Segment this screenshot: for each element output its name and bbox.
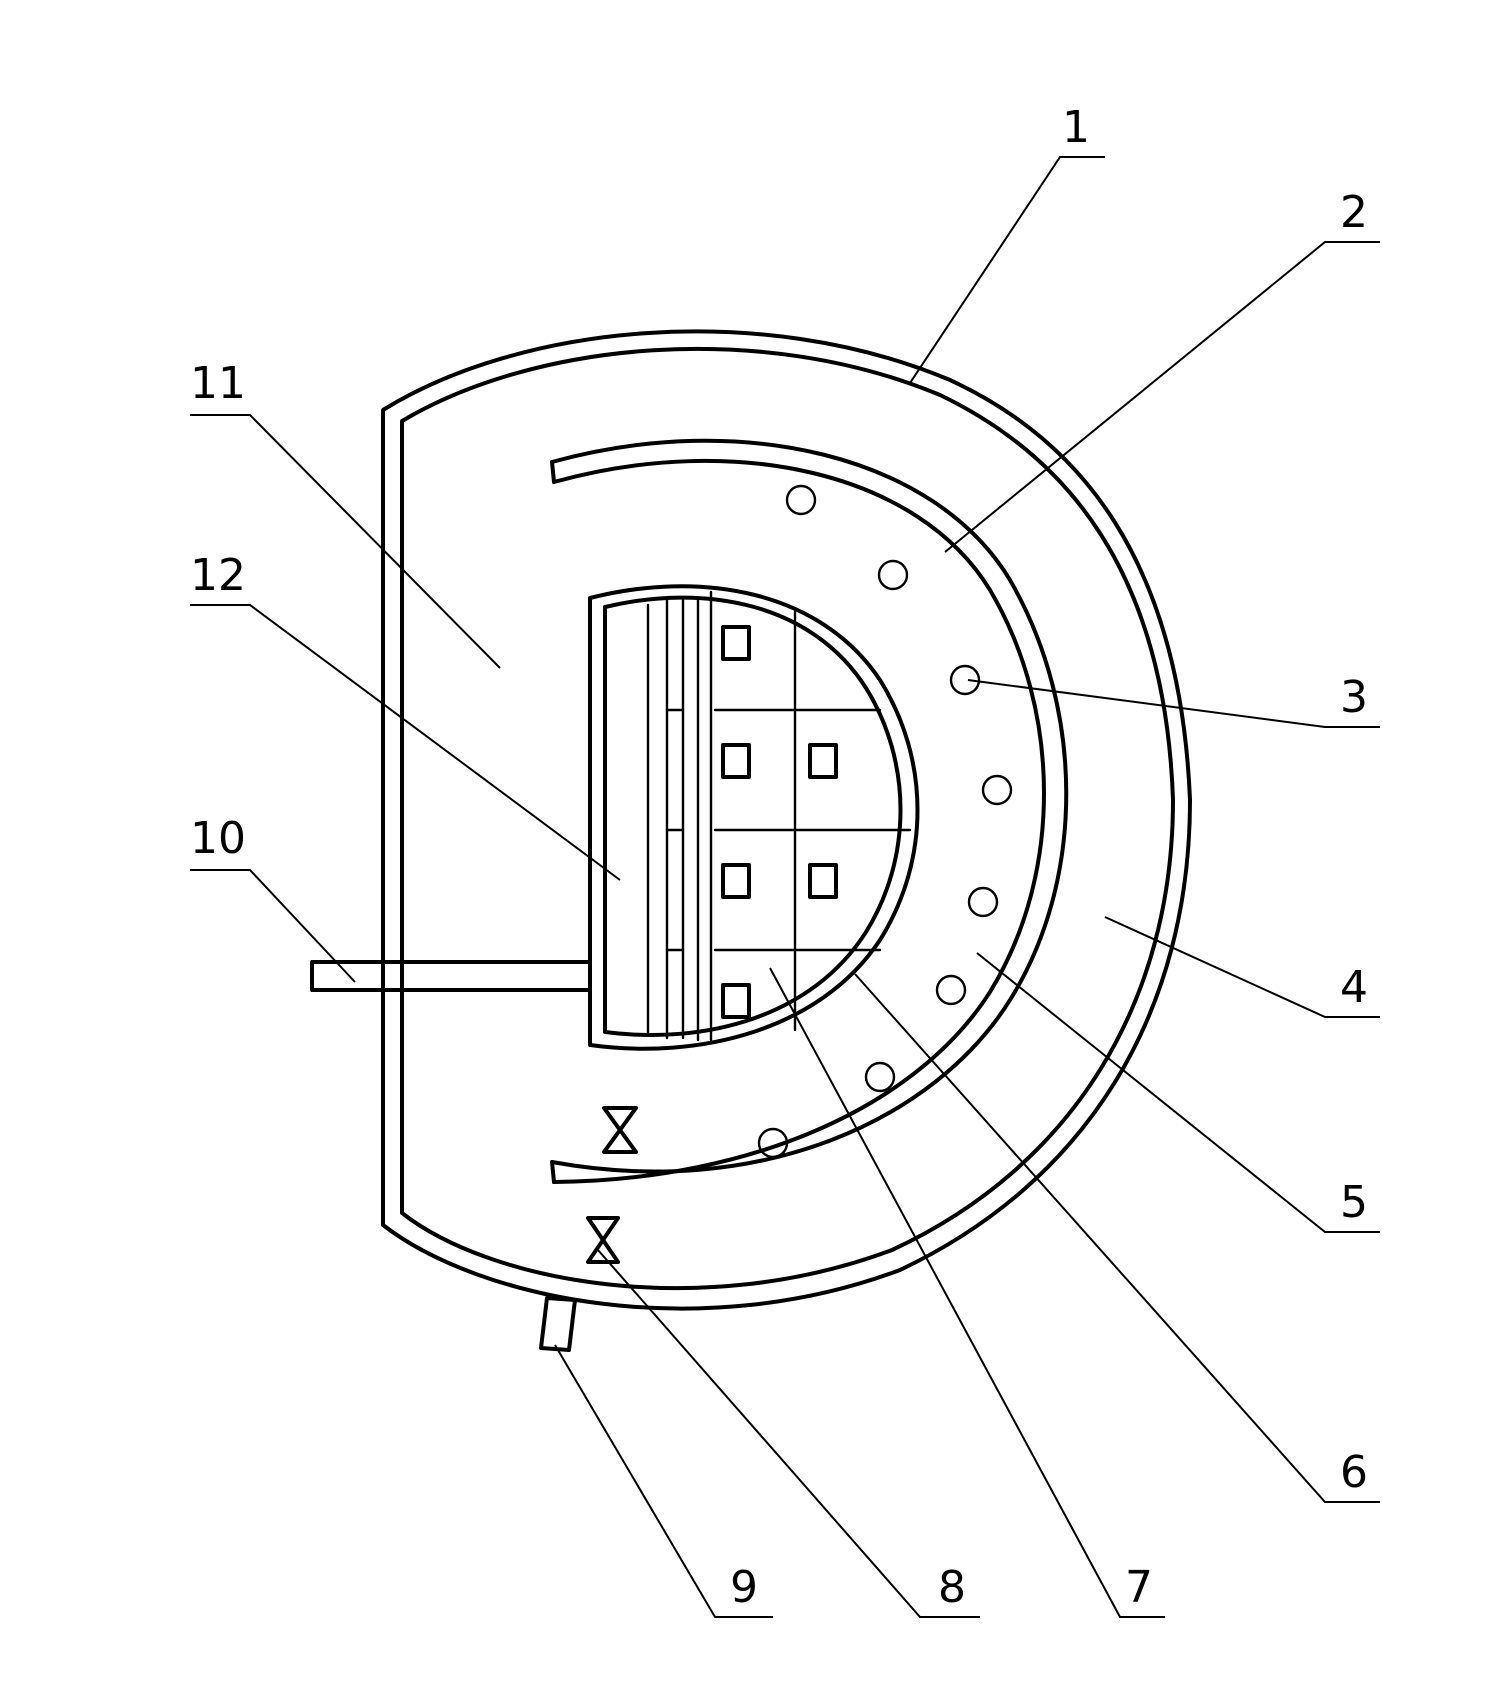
label-3: 3 [1340,672,1368,723]
label-12: 12 [190,550,246,601]
outer-shell [381,329,1192,1311]
label-11: 11 [190,358,246,409]
valve-symbols [586,1106,638,1264]
label-9: 9 [730,1562,758,1613]
part-labels: 1 2 3 4 5 6 7 8 9 10 11 12 [190,102,1368,1613]
callout-lines [190,156,1380,1618]
inner-partition [550,438,1069,1184]
label-8: 8 [938,1562,966,1613]
label-2: 2 [1340,187,1368,238]
shaft [310,960,592,992]
label-1: 1 [1062,102,1090,153]
inner-chamber [588,584,920,1051]
nozzle-circles [757,484,1013,1159]
plate-block [646,590,713,1042]
label-10: 10 [190,813,246,864]
label-4: 4 [1340,962,1368,1013]
outlet-pipe [539,1296,577,1352]
label-5: 5 [1340,1177,1368,1228]
label-7: 7 [1125,1562,1153,1613]
grid-cells [713,610,912,1032]
label-6: 6 [1340,1447,1368,1498]
